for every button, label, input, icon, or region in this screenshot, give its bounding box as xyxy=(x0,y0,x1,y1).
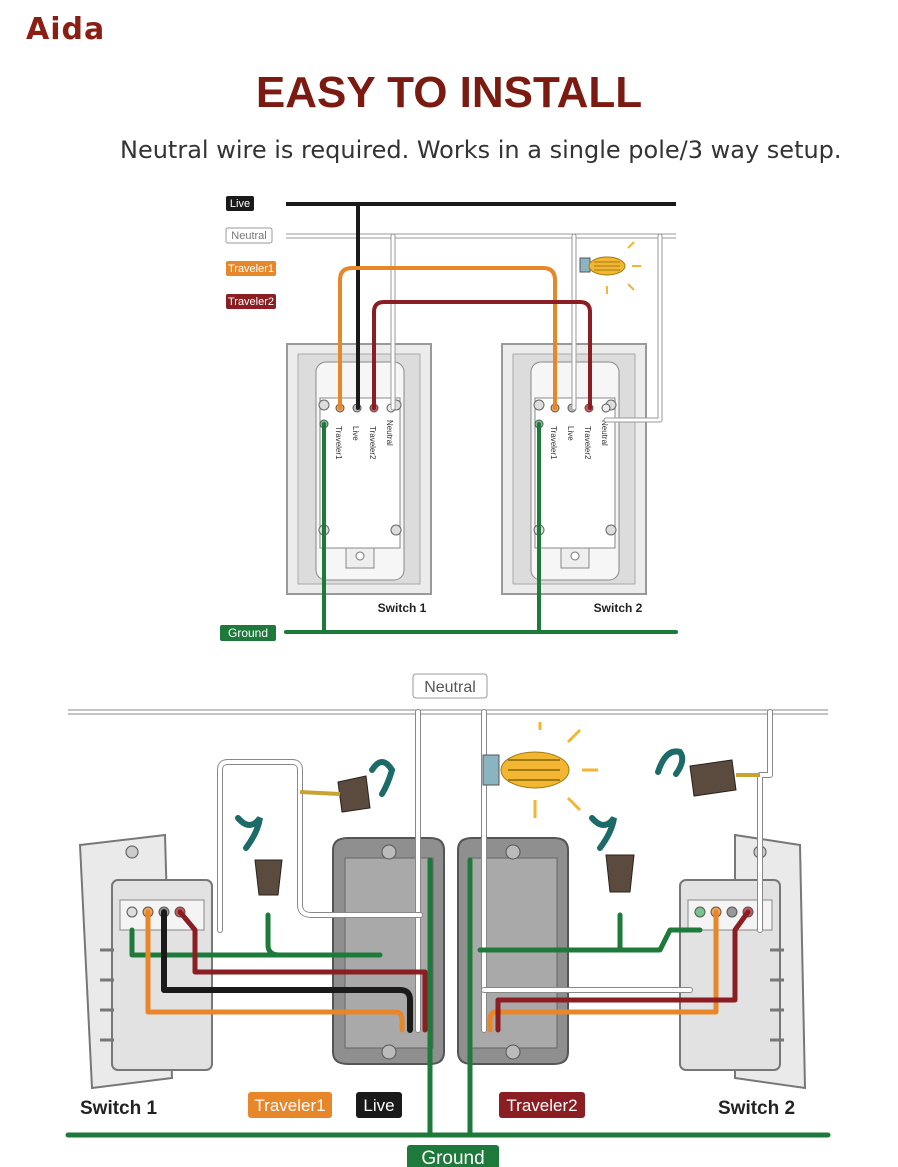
svg-text:Traveler2: Traveler2 xyxy=(228,296,274,308)
legend-live: Live xyxy=(226,196,254,211)
svg-text:Neutral: Neutral xyxy=(231,230,266,242)
page-title: EASY TO INSTALL xyxy=(255,68,643,117)
bottom-ground-tag: Ground xyxy=(407,1145,499,1167)
svg-text:Neutral: Neutral xyxy=(600,420,609,446)
svg-text:Live: Live xyxy=(230,198,250,210)
twist-arrow-icon xyxy=(235,815,263,851)
legend-traveler1: Traveler1 xyxy=(226,261,276,276)
bottom-live-tag: Live xyxy=(356,1092,402,1118)
svg-text:Traveler1: Traveler1 xyxy=(334,426,343,460)
bottom-switch-2 xyxy=(679,833,807,1090)
legend-neutral: Neutral xyxy=(225,227,273,244)
svg-text:Live: Live xyxy=(566,426,575,441)
svg-text:Live: Live xyxy=(363,1096,394,1115)
top-switch-2: Traveler1 Live Traveler2 Neutral xyxy=(501,343,647,595)
twist-arrow-icon xyxy=(369,759,396,797)
bottom-switch-1-label: Switch 1 xyxy=(80,1098,158,1119)
bottom-neutral-tag: Neutral xyxy=(412,673,488,699)
legend-ground: Ground xyxy=(220,625,276,641)
bottom-switch-2-label: Switch 2 xyxy=(718,1098,795,1119)
wire-nut-right-icon xyxy=(605,854,635,893)
svg-text:Traveler2: Traveler2 xyxy=(583,426,592,460)
wire-nut-left-icon xyxy=(254,859,283,896)
svg-text:Traveler2: Traveler2 xyxy=(506,1096,577,1115)
svg-text:Ground: Ground xyxy=(421,1148,484,1167)
top-switch-1: Traveler1 Live Traveler2 Neutral xyxy=(286,343,432,595)
top-light-bulb-icon xyxy=(579,241,641,294)
top-wiring-diagram: Live Neutral Traveler1 Traveler2 xyxy=(220,196,678,641)
top-switch-1-label: Switch 1 xyxy=(378,601,427,615)
svg-text:Traveler2: Traveler2 xyxy=(368,426,377,460)
svg-text:Traveler1: Traveler1 xyxy=(228,263,274,275)
svg-text:Traveler1: Traveler1 xyxy=(549,426,558,460)
svg-text:Neutral: Neutral xyxy=(424,679,476,696)
bottom-traveler2-tag: Traveler2 xyxy=(499,1092,585,1118)
brand-logo: Aida xyxy=(26,12,106,47)
bottom-light-bulb-icon xyxy=(482,722,598,818)
legend-traveler2: Traveler2 xyxy=(226,294,276,309)
bottom-traveler1-tag: Traveler1 xyxy=(248,1092,332,1118)
twist-arrow-icon xyxy=(655,748,686,777)
svg-text:Ground: Ground xyxy=(228,626,268,640)
svg-text:Traveler1: Traveler1 xyxy=(254,1096,325,1115)
page-subtitle: Neutral wire is required. Works in a sin… xyxy=(120,136,842,164)
wire-nut-top-left-icon xyxy=(299,775,371,813)
top-switch-2-label: Switch 2 xyxy=(594,601,643,615)
wire-nut-top-right-icon xyxy=(689,759,760,797)
svg-text:Live: Live xyxy=(351,426,360,441)
twist-arrow-icon xyxy=(589,815,617,851)
svg-text:Neutral: Neutral xyxy=(385,420,394,446)
bottom-wiring-diagram: Neutral xyxy=(65,673,831,1167)
